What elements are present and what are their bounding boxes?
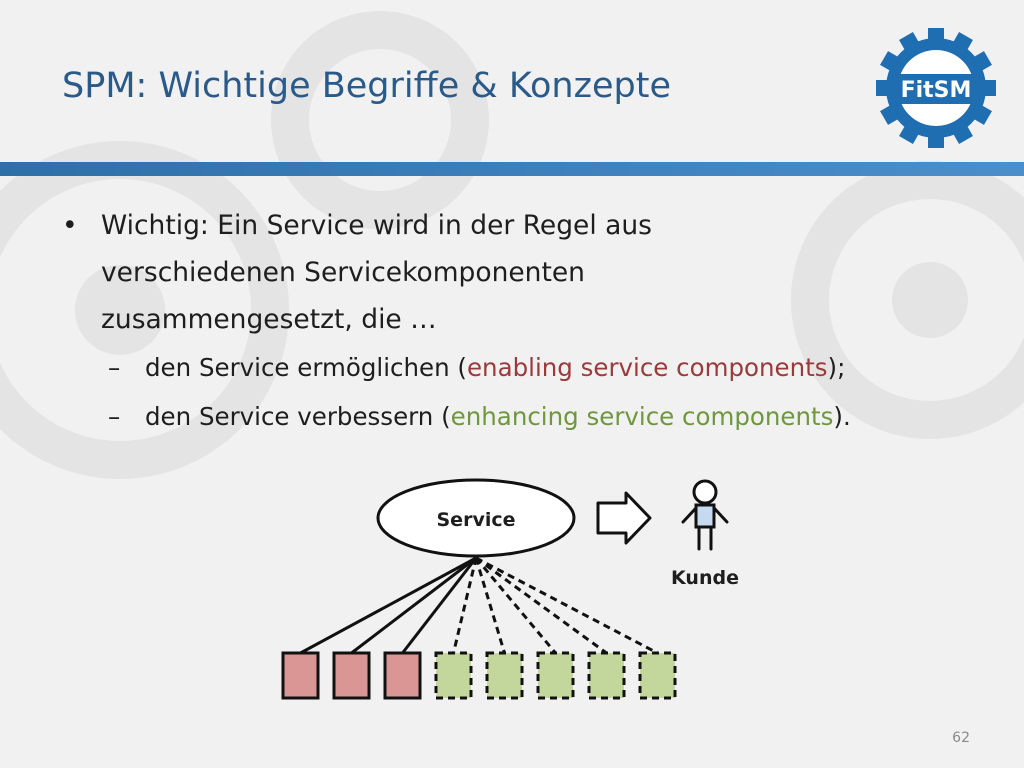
- connector-lines: [299, 556, 659, 655]
- slide-title: SPM: Wichtige Begriffe & Konzepte: [62, 66, 671, 106]
- enabling-component-box: [332, 651, 371, 700]
- sub-text-before: den Service verbessern (: [145, 402, 451, 431]
- sub-marker: –: [108, 402, 121, 431]
- page-number: 62: [952, 730, 970, 746]
- service-label: Service: [437, 509, 516, 531]
- sub-item-text: den Service verbessern (enhancing servic…: [145, 401, 851, 433]
- enabling-component-box: [383, 651, 422, 700]
- enhancing-connector: [474, 557, 506, 654]
- enhancing-connector: [475, 556, 659, 655]
- person-icon: [681, 479, 729, 551]
- sub-text-before: den Service ermöglichen (: [145, 353, 467, 382]
- arrow-icon: [596, 491, 652, 545]
- enhancing-component-box: [587, 651, 626, 700]
- sub-item-text: den Service ermöglichen (enabling servic…: [145, 352, 845, 384]
- enhancing-connector: [475, 556, 608, 655]
- sub-text-after: );: [827, 353, 846, 382]
- fitsm-logo: FitSM: [876, 28, 996, 148]
- enabling-connector: [299, 556, 477, 655]
- customer-label: Kunde: [671, 567, 739, 589]
- service-ellipse: [376, 478, 576, 558]
- enhancing-component-box: [536, 651, 575, 700]
- enhancing-component-box: [434, 651, 473, 700]
- component-boxes: [281, 651, 677, 700]
- enhancing-component-box: [485, 651, 524, 700]
- enabling-connector: [350, 556, 477, 655]
- title-accent-bar: [0, 162, 1024, 176]
- enhancing-highlight: enhancing service components: [450, 402, 834, 431]
- enhancing-connector: [474, 557, 557, 654]
- enabling-highlight: enabling service components: [466, 353, 828, 382]
- bullet-text: Wichtig: Ein Service wird in der Regel a…: [101, 210, 652, 335]
- sub-marker: –: [108, 353, 121, 382]
- sub-text-after: ).: [833, 402, 851, 431]
- enhancing-component-box: [638, 651, 677, 700]
- bullet-marker: •: [62, 210, 78, 241]
- enabling-component-box: [281, 651, 320, 700]
- enhancing-connector: [452, 557, 478, 654]
- logo-text: FitSM: [901, 78, 972, 103]
- enabling-connector: [401, 557, 478, 654]
